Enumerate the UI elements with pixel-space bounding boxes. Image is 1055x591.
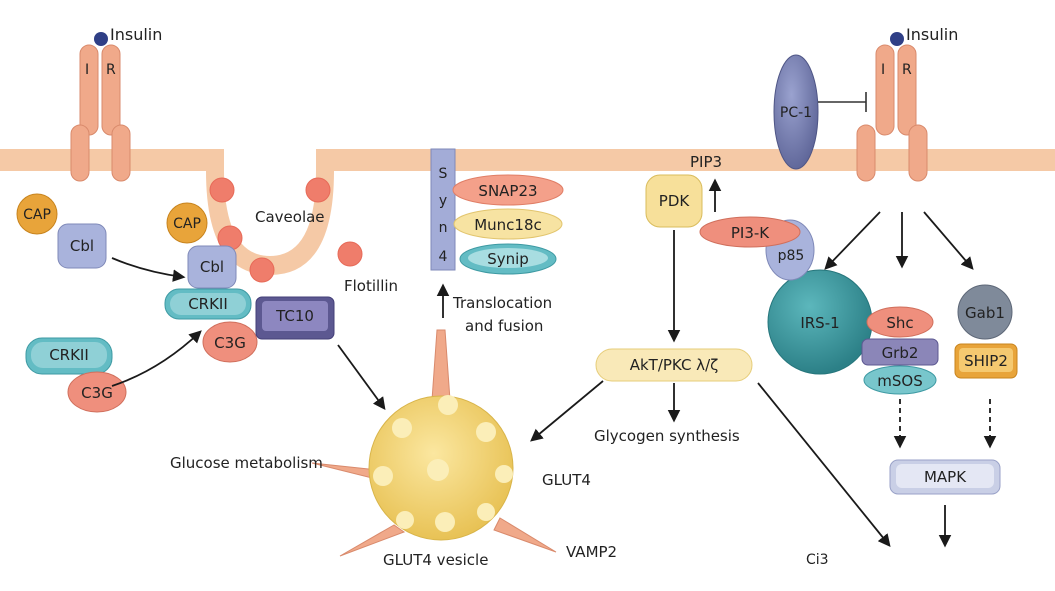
ship2-inner [959, 348, 1013, 372]
crkii-label-1: CRKII [188, 295, 228, 313]
synip-inner [468, 248, 548, 268]
flotillin-label: Flotillin [344, 277, 398, 295]
glycogen-synthesis-label: Glycogen synthesis [594, 427, 740, 445]
translocation-label-1: Translocation [452, 294, 552, 312]
gab1-protein [957, 284, 1013, 340]
cbl-label-2: Cbl [200, 258, 224, 276]
cap-label-1: CAP [23, 207, 51, 223]
insulin-molecule-right [890, 32, 904, 46]
insulin-receptor-right [856, 32, 928, 182]
pip3-label: PIP3 [690, 153, 722, 171]
grb2-protein [861, 338, 939, 366]
msos-label: mSOS [877, 372, 922, 390]
insulin-molecule-left [94, 32, 108, 46]
receptor-arrows [824, 211, 974, 270]
grb2-label: Grb2 [882, 344, 919, 362]
insulin-label-left: Insulin [110, 25, 162, 44]
munc18c-label: Munc18c [474, 216, 542, 234]
ir-right-r: R [902, 62, 912, 78]
crkii-label-2: CRKII [49, 346, 89, 364]
syn4-s: S [439, 166, 448, 182]
glut4-vesicle [311, 329, 557, 557]
glut4-label: GLUT4 [542, 471, 591, 489]
shc-label: Shc [886, 314, 913, 332]
cbl-protein-2 [187, 245, 237, 289]
pc1-inhibition [818, 92, 867, 112]
crkii-inner-1 [170, 293, 246, 315]
crkii-inner-2 [31, 342, 107, 368]
snap23-protein [452, 174, 564, 206]
glut4-vesicle-label: GLUT4 vesicle [383, 551, 488, 569]
pdk-label: PDK [659, 192, 691, 210]
pc1-label: PC-1 [780, 105, 812, 121]
syn4-4: 4 [439, 249, 448, 265]
tc10-label: TC10 [275, 307, 314, 325]
glucose-metabolism-label: Glucose metabolism [170, 454, 323, 472]
pi3k-protein [699, 216, 801, 248]
synip-label: Synip [487, 250, 529, 268]
insulin-receptor-left [70, 32, 131, 182]
mapk-inner [896, 464, 994, 488]
ship2-label: SHIP2 [964, 352, 1008, 370]
cbl-label-1: Cbl [70, 237, 94, 255]
tc10-inner [262, 301, 328, 331]
snap23-label: SNAP23 [478, 182, 537, 200]
dashed-arrows [893, 399, 997, 449]
irs1-label: IRS-1 [800, 314, 839, 332]
syn4-y: y [439, 193, 447, 209]
p85-label: p85 [778, 248, 805, 264]
akt-pkc-protein [595, 348, 753, 382]
logo-mark: Ci3 [806, 552, 829, 568]
c3g-protein-2 [67, 371, 127, 413]
cap-label-2: CAP [173, 216, 201, 232]
pdk-protein [645, 174, 703, 228]
syn4-n: n [439, 220, 448, 236]
cap-protein-1 [16, 193, 58, 235]
vamp2-label: VAMP2 [566, 543, 617, 561]
translocation-label-2: and fusion [465, 317, 543, 335]
pi3k-label: PI3-K [731, 224, 770, 242]
gab1-label: Gab1 [965, 304, 1005, 322]
msos-protein [863, 365, 937, 395]
ir-left-i: I [85, 62, 89, 78]
ir-right-i: I [881, 62, 885, 78]
flotillin-dots [209, 177, 363, 283]
mapk-label: MAPK [924, 468, 967, 486]
c3g-label-2: C3G [81, 384, 113, 402]
insulin-label-right: Insulin [906, 25, 958, 44]
shc-protein [866, 306, 934, 338]
akt-pkc-label: AkT/PKC λ/ζ [630, 356, 719, 374]
cbl-protein-1 [57, 223, 107, 269]
caveolae-label: Caveolae [255, 208, 325, 226]
c3g-protein-1 [202, 321, 258, 363]
ir-left-r: R [106, 62, 116, 78]
cap-protein-2 [166, 202, 208, 244]
munc18c-protein [453, 208, 563, 240]
arrows-left [111, 257, 386, 411]
syntaxin4 [430, 148, 456, 271]
c3g-label-1: C3G [214, 334, 246, 352]
pc1-protein [773, 54, 819, 170]
akt-arrows [530, 380, 891, 547]
